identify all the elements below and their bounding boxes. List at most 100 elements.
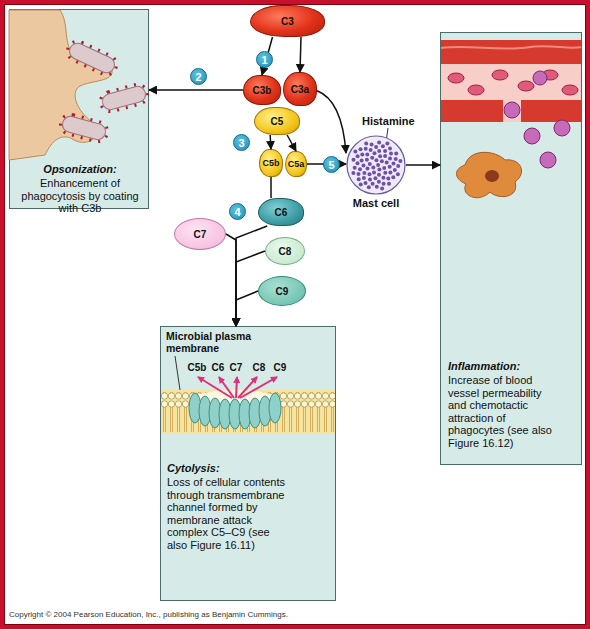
connector-arrow bbox=[406, 164, 440, 166]
granule bbox=[370, 142, 374, 146]
red-blood-cell bbox=[468, 85, 484, 95]
granule bbox=[377, 167, 381, 171]
granule bbox=[368, 172, 372, 176]
granule bbox=[371, 166, 375, 170]
connector-arrow bbox=[236, 226, 267, 326]
outcome-box: Cytolysis:Loss of cellular contents thro… bbox=[160, 326, 336, 601]
callout-number: 5 bbox=[323, 156, 340, 173]
vessel-wall bbox=[441, 40, 581, 64]
wall-streak bbox=[441, 46, 581, 49]
neutrophil bbox=[524, 128, 540, 144]
granule bbox=[373, 151, 377, 155]
red-blood-cell bbox=[448, 73, 464, 83]
part-label: C9 bbox=[270, 362, 290, 373]
granule bbox=[373, 176, 377, 180]
box-body: Enhancement of phagocytosis by coating w… bbox=[16, 177, 144, 215]
granule bbox=[359, 183, 363, 187]
granule bbox=[381, 176, 385, 180]
granule bbox=[380, 159, 384, 163]
node-label: C5b bbox=[262, 158, 279, 168]
granule bbox=[356, 154, 360, 158]
neutrophil bbox=[540, 152, 556, 168]
granule bbox=[382, 182, 386, 186]
granule bbox=[374, 145, 378, 149]
callout-number: 4 bbox=[229, 203, 246, 220]
granule bbox=[394, 157, 398, 161]
complement-protein: C5 bbox=[254, 107, 300, 135]
granule bbox=[388, 165, 392, 169]
granule bbox=[376, 163, 380, 167]
red-blood-cell bbox=[518, 81, 534, 91]
wall-gap bbox=[503, 100, 521, 122]
granule bbox=[360, 158, 364, 162]
granule bbox=[362, 176, 366, 180]
connector-arrow bbox=[270, 177, 272, 198]
granule bbox=[352, 158, 356, 162]
connector-arrow bbox=[317, 91, 346, 153]
complement-protein: C8 bbox=[265, 237, 305, 265]
complement-fragment: C3b bbox=[243, 75, 281, 105]
granule bbox=[394, 152, 398, 156]
neutrophil bbox=[554, 120, 570, 136]
granule bbox=[386, 177, 390, 181]
granule bbox=[371, 182, 375, 186]
granule bbox=[357, 172, 361, 176]
granule bbox=[364, 142, 368, 146]
complement-protein: C3 bbox=[250, 5, 325, 37]
granule bbox=[377, 180, 381, 184]
granule bbox=[377, 141, 381, 145]
nucleus bbox=[485, 170, 499, 182]
granule bbox=[396, 164, 400, 168]
membrane-core bbox=[161, 390, 335, 434]
complement-fragment: C5b bbox=[259, 149, 283, 177]
connector-arrow bbox=[226, 234, 236, 326]
granule bbox=[392, 162, 396, 166]
granule bbox=[362, 164, 366, 168]
granule bbox=[387, 182, 391, 186]
complement-protein: C7 bbox=[174, 218, 226, 250]
connector-arrow bbox=[300, 37, 301, 72]
vessel-wall bbox=[441, 100, 581, 122]
granule bbox=[365, 153, 369, 157]
connector-arrow bbox=[149, 89, 243, 91]
part-label: C6 bbox=[208, 362, 228, 373]
granule bbox=[388, 157, 392, 161]
granule bbox=[378, 154, 382, 158]
cell-membrane bbox=[347, 136, 405, 194]
granule bbox=[372, 170, 376, 174]
node-label: Mast cell bbox=[340, 197, 412, 210]
granule bbox=[381, 144, 385, 148]
node-label: C3 bbox=[281, 16, 294, 27]
part-label: C8 bbox=[249, 362, 269, 373]
efflux-arrow bbox=[236, 377, 237, 398]
granule bbox=[356, 161, 360, 165]
granule bbox=[382, 166, 386, 170]
granule bbox=[375, 185, 379, 189]
mac-subunit bbox=[269, 393, 281, 423]
mast-cell: Mast cell bbox=[340, 133, 412, 217]
complement-fragment: C3a bbox=[283, 72, 317, 106]
granule bbox=[364, 147, 368, 151]
neutrophil bbox=[533, 71, 547, 85]
granule bbox=[374, 158, 378, 162]
box-heading: Opsonization: bbox=[10, 163, 150, 176]
node-label: C3a bbox=[291, 84, 309, 95]
node-label: C5a bbox=[288, 159, 305, 169]
granule bbox=[359, 147, 363, 151]
granule bbox=[368, 178, 372, 182]
granule bbox=[364, 181, 368, 185]
neutrophil bbox=[504, 102, 520, 118]
granule bbox=[353, 166, 357, 170]
granule bbox=[377, 173, 381, 177]
granule bbox=[365, 158, 369, 162]
node-label: C9 bbox=[276, 286, 289, 297]
complement-protein: C9 bbox=[258, 276, 306, 306]
connector-arrow bbox=[236, 291, 258, 326]
granule bbox=[370, 156, 374, 160]
granule bbox=[360, 152, 364, 156]
granule bbox=[396, 172, 400, 176]
granule bbox=[383, 149, 387, 153]
part-label: Histamine bbox=[362, 115, 415, 127]
box-heading: Cytolysis: bbox=[167, 462, 317, 475]
